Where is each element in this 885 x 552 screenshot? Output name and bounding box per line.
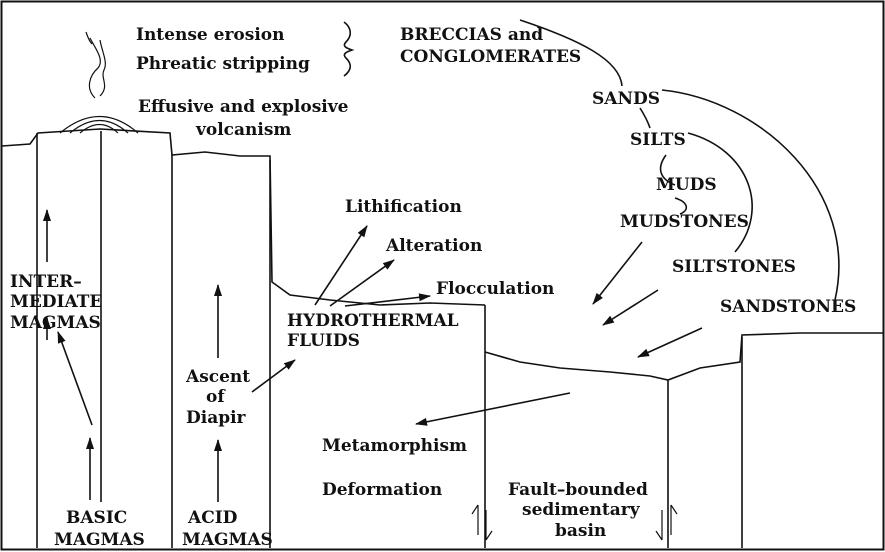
label-phreatic-stripping: Phreatic stripping <box>136 54 310 74</box>
label-effusive: Effusive and explosive <box>138 97 349 117</box>
label-hydrothermal: HYDROTHERMAL <box>287 311 459 331</box>
label-of: of <box>206 387 226 407</box>
label-intermediate-2: MEDIATE <box>10 292 102 312</box>
label-intermediate-3: MAGMAS <box>10 313 101 333</box>
label-alteration: Alteration <box>385 236 482 256</box>
arrow-to-lithification <box>315 226 367 305</box>
eruption-plume <box>86 32 105 98</box>
fault-slip-arrow <box>671 505 677 535</box>
label-diapir: Diapir <box>186 408 247 428</box>
erosion-brace <box>344 22 352 76</box>
label-acid: ACID <box>187 508 238 528</box>
label-intermediate-1: INTER– <box>10 272 82 292</box>
arrow-mudstones-down <box>593 242 642 304</box>
label-volcanism: volcanism <box>195 120 291 140</box>
label-intense-erosion: Intense erosion <box>136 25 284 45</box>
label-basic-magmas: MAGMAS <box>54 530 145 550</box>
label-acid-magmas: MAGMAS <box>182 530 273 550</box>
arrow-ascent-to-fluids <box>252 360 295 392</box>
arrow-sandstones-down <box>638 328 702 357</box>
label-basic: BASIC <box>66 508 127 528</box>
label-mudstones: MUDSTONES <box>620 212 749 232</box>
label-fluids: FLUIDS <box>287 331 360 351</box>
label-conglomerates: CONGLOMERATES <box>400 47 581 67</box>
fault-slip-arrow <box>486 510 492 540</box>
label-breccias: BRECCIAS and <box>400 25 543 45</box>
cycle-curve-sands-silts <box>640 108 650 128</box>
label-sedimentary: sedimentary <box>522 500 641 520</box>
ground-surface-basin <box>485 333 883 380</box>
label-muds: MUDS <box>656 175 717 195</box>
label-basin: basin <box>555 521 606 541</box>
arrow-basic-to-intermediate <box>58 332 92 425</box>
arrow-to-metamorphism <box>416 393 570 424</box>
label-flocculation: Flocculation <box>436 279 554 299</box>
arrow-siltstones-down <box>603 290 658 325</box>
label-metamorphism: Metamorphism <box>322 436 467 456</box>
label-lithification: Lithification <box>345 197 462 217</box>
label-sandstones: SANDSTONES <box>720 297 856 317</box>
label-siltstones: SILTSTONES <box>672 257 796 277</box>
fault-slip-arrow <box>472 505 478 535</box>
fault-slip-arrow <box>656 510 662 540</box>
label-fault-bounded: Fault–bounded <box>508 480 648 500</box>
label-sands: SANDS <box>592 89 660 109</box>
label-silts: SILTS <box>630 130 686 150</box>
label-deformation: Deformation <box>322 480 442 500</box>
label-ascent: Ascent <box>185 367 250 387</box>
